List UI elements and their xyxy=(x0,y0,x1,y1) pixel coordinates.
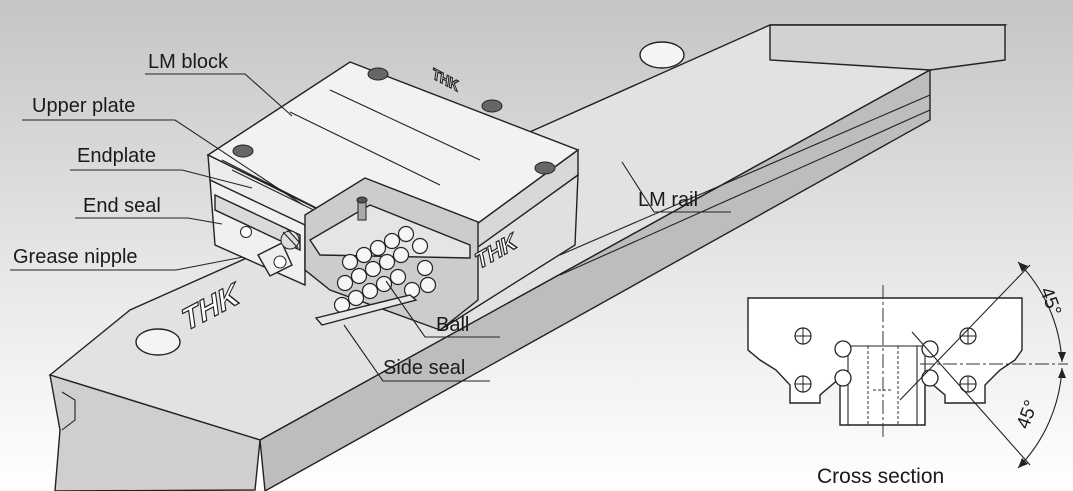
angle-label-top: 45° xyxy=(1035,285,1065,319)
block-hole-2 xyxy=(367,67,389,81)
label-upper-plate: Upper plate xyxy=(32,95,135,117)
label-ball: Ball xyxy=(436,314,469,336)
block-hole-1 xyxy=(232,144,254,158)
label-end-seal: End seal xyxy=(83,195,161,217)
leader-lines xyxy=(10,73,731,382)
end-seal-screw xyxy=(240,226,252,238)
screw-pin xyxy=(356,196,368,221)
angle-label-bottom: 45° xyxy=(1013,398,1043,432)
label-lm-rail: LM rail xyxy=(638,189,698,211)
grease-nipple xyxy=(257,227,301,277)
ball-row-3 xyxy=(333,268,437,314)
ball-rows xyxy=(333,225,437,314)
side-seal xyxy=(314,294,418,326)
block-top-logo: THK xyxy=(431,66,459,96)
cross-section-diagram xyxy=(747,261,1068,469)
rail-bolt-hole-near xyxy=(135,328,181,356)
cross-section-caption: Cross section xyxy=(817,465,944,488)
block-hole-3 xyxy=(481,99,503,113)
rail-bolt-hole-far xyxy=(639,41,685,69)
label-side-seal: Side seal xyxy=(383,357,465,379)
ball-row-1 xyxy=(341,225,429,271)
ball-row-2 xyxy=(336,246,434,292)
label-lm-block: LM block xyxy=(148,51,229,73)
label-endplate: Endplate xyxy=(77,145,156,167)
label-grease-nipple: Grease nipple xyxy=(13,246,138,268)
block-hole-4 xyxy=(534,161,556,175)
